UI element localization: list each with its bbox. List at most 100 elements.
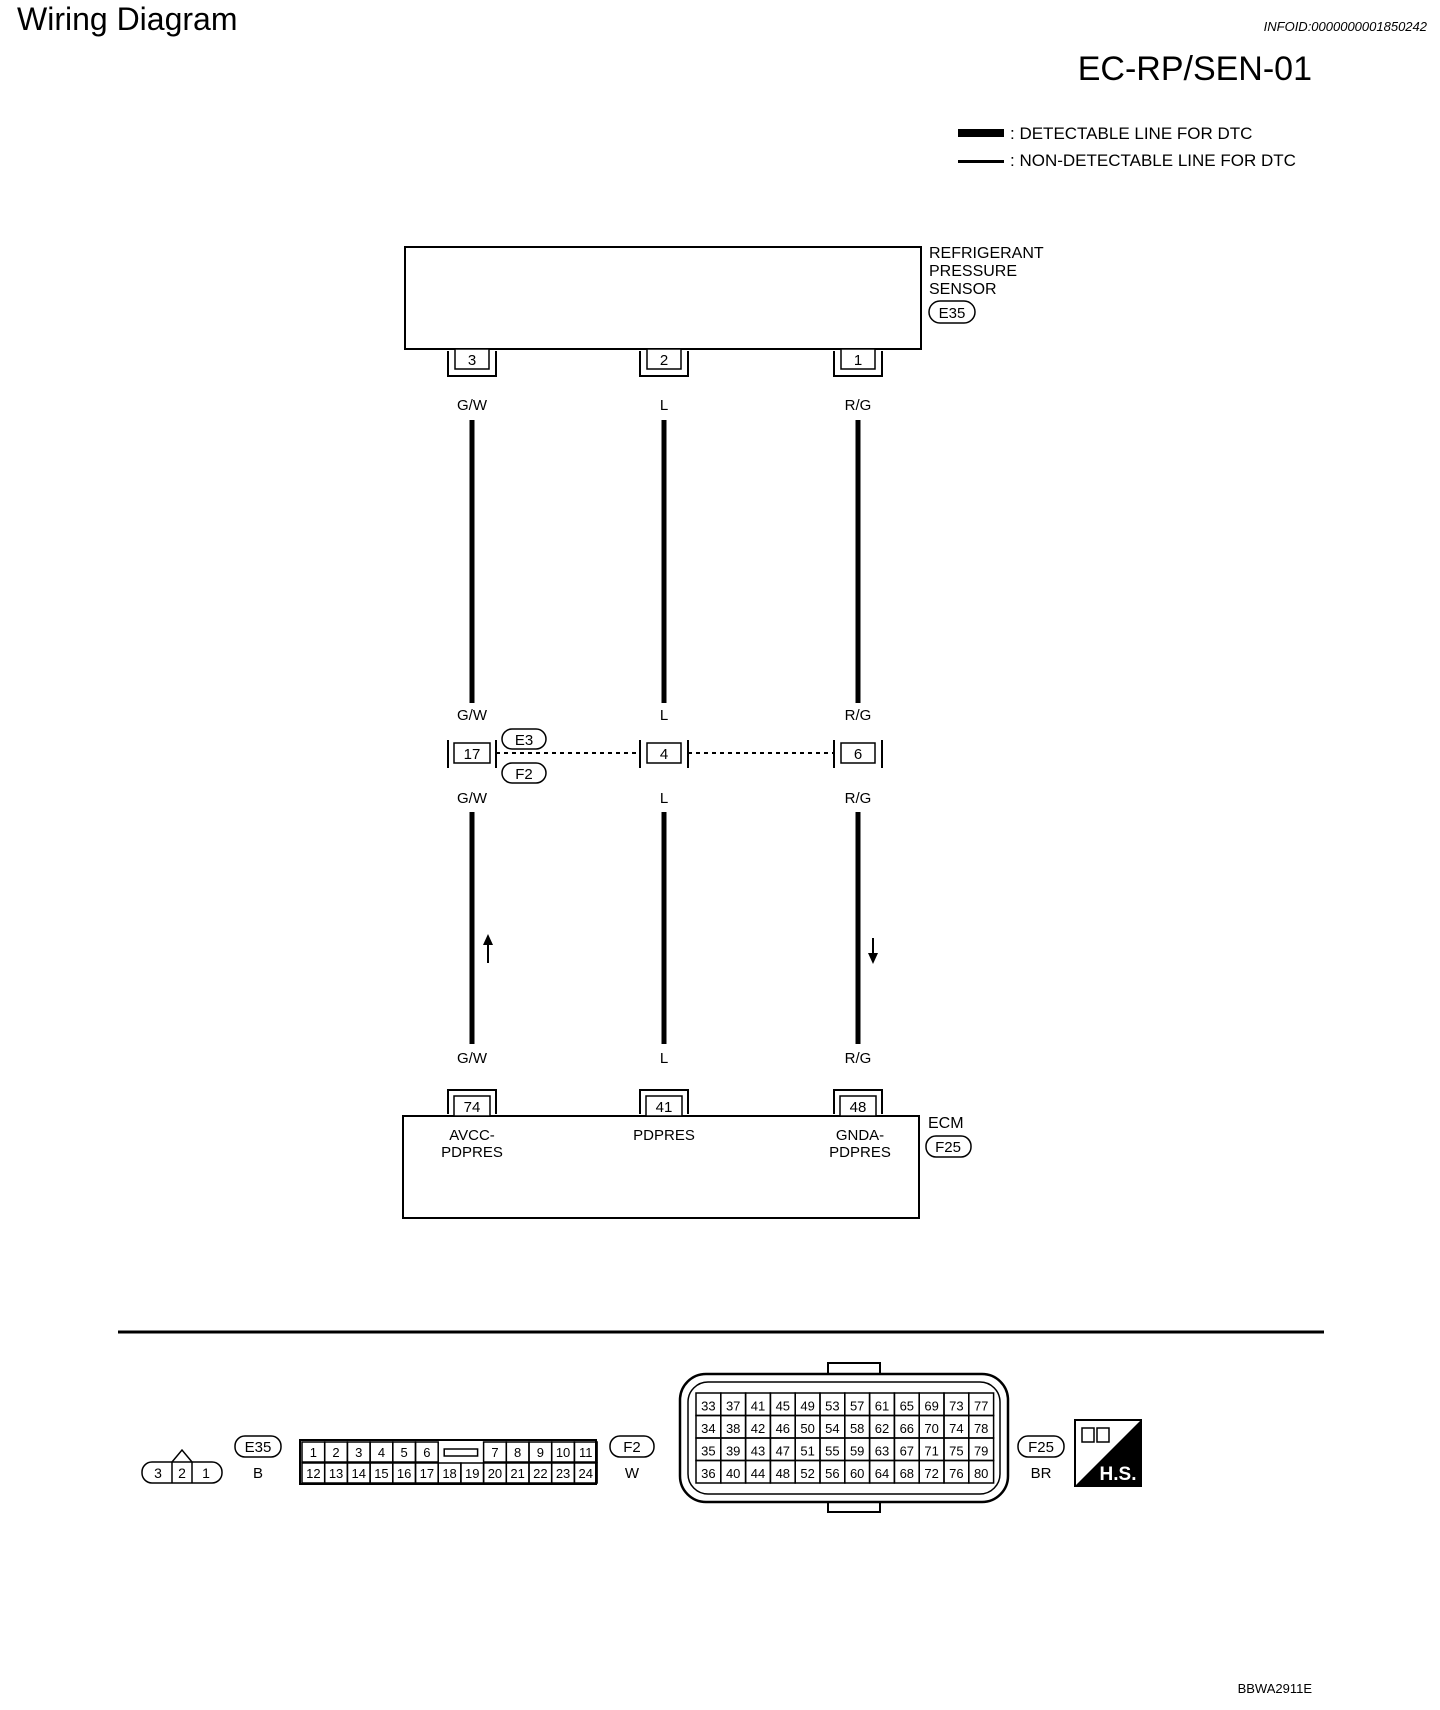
- e35-pin: 3: [154, 1465, 162, 1481]
- sensor-pin-3: 3: [447, 348, 497, 377]
- f25-inner-shell: [687, 1381, 1001, 1495]
- connector-pin-number: 53: [825, 1399, 839, 1414]
- connector-pin-number: 5: [401, 1445, 408, 1460]
- ecm: ECM F25 74 41 48 AVCC- PDPRES PDPRES GND…: [402, 1089, 972, 1219]
- wire-color-label: R/G: [845, 707, 872, 724]
- connector-pin-number: 75: [949, 1444, 963, 1459]
- connector-pin-number: 42: [751, 1421, 765, 1436]
- connector-pin-number: 61: [875, 1399, 889, 1414]
- connector-pin-number: 35: [701, 1444, 715, 1459]
- detectable-line-swatch: [958, 129, 1004, 137]
- connector-pin-number: 73: [949, 1399, 963, 1414]
- connector-pin-number: 43: [751, 1444, 765, 1459]
- wire-color-label: G/W: [457, 707, 488, 724]
- connector-pin-number: 69: [924, 1399, 938, 1414]
- info-id: INFOID:0000000001850242: [1264, 19, 1428, 34]
- connector-pin-number: 23: [556, 1466, 570, 1481]
- connector-pin-number: 57: [850, 1399, 864, 1414]
- connector-pin-number: 70: [924, 1421, 938, 1436]
- junction-connector-f2-badge: [501, 762, 547, 784]
- connector-pin-number: 17: [420, 1466, 434, 1481]
- wire-color-label: L: [660, 397, 668, 414]
- ecm-pin-48: 48: [850, 1099, 867, 1116]
- connector-pin-number: 1: [310, 1445, 317, 1460]
- connector-pin-number: 24: [579, 1466, 593, 1481]
- connector-pin-number: 80: [974, 1466, 988, 1481]
- junction-pin-17: 17: [464, 746, 481, 763]
- non-detectable-line-swatch: [958, 160, 1004, 163]
- sensor-connector-id: E35: [939, 305, 966, 322]
- connector-pin-number: 59: [850, 1444, 864, 1459]
- connector-pin-number: 64: [875, 1466, 889, 1481]
- connector-pin-number: 63: [875, 1444, 889, 1459]
- sensor-pin-3-label: 3: [468, 352, 476, 369]
- connector-pin-cell: [968, 1459, 995, 1484]
- sensor-box: [404, 246, 922, 350]
- ecm-name: ECM: [928, 1115, 964, 1132]
- connector-pin-number: 18: [442, 1466, 456, 1481]
- connector-pin-number: 4: [378, 1445, 385, 1460]
- ecm-terminal-avcc-line-1: AVCC-: [449, 1127, 495, 1144]
- harness-side-icon: H.S.: [1074, 1419, 1142, 1487]
- ecm-connector-id: F25: [935, 1139, 961, 1156]
- connector-pin-cell: [414, 1441, 439, 1463]
- f25-connector-color: BR: [1031, 1465, 1052, 1482]
- sensor-name-line-2: PRESSURE: [929, 263, 1017, 280]
- wire-color-label: L: [660, 790, 668, 807]
- connector-pin-number: 51: [800, 1444, 814, 1459]
- connector-pin-number: 38: [726, 1421, 740, 1436]
- connector-pin-number: 2: [332, 1445, 339, 1460]
- connector-pin-number: 3: [355, 1445, 362, 1460]
- connector-pin-number: 72: [924, 1466, 938, 1481]
- connector-pin-number: 8: [514, 1445, 521, 1460]
- legend-non-detectable-text: : NON-DETECTABLE LINE FOR DTC: [1010, 151, 1296, 170]
- ecm-terminal-avcc-line-2: PDPRES: [441, 1144, 503, 1161]
- wire-color-label: R/G: [845, 1050, 872, 1067]
- connector-pin-number: 15: [374, 1466, 388, 1481]
- sensor-connector-badge: [928, 300, 976, 324]
- e35-face: [141, 1461, 223, 1484]
- refrigerant-pressure-sensor: REFRIGERANT PRESSURE SENSOR E35: [404, 245, 1044, 350]
- connector-pin-number: 68: [900, 1466, 914, 1481]
- sensor-pin-2: 2: [639, 348, 689, 377]
- connector-pin-number: 40: [726, 1466, 740, 1481]
- connector-pin-number: 46: [776, 1421, 790, 1436]
- connector-pin-number: 22: [533, 1466, 547, 1481]
- arrow-up-icon: [483, 934, 493, 963]
- connector-pin-cell: [573, 1462, 598, 1484]
- wire-color-label: G/W: [457, 790, 488, 807]
- junction-connector-e3: E3: [515, 732, 533, 749]
- connector-pin-number: 12: [306, 1466, 320, 1481]
- ecm-pin-74: 74: [464, 1099, 481, 1116]
- legend-detectable-text: : DETECTABLE LINE FOR DTC: [1010, 124, 1252, 143]
- connector-pin-number: 37: [726, 1399, 740, 1414]
- wire-color-label: R/G: [845, 397, 872, 414]
- connector-pin-number: 78: [974, 1421, 988, 1436]
- connector-pin-number: 47: [776, 1444, 790, 1459]
- connector-pin-number: 54: [825, 1421, 839, 1436]
- connector-pin-number: 34: [701, 1421, 715, 1436]
- connector-pin-number: 20: [488, 1466, 502, 1481]
- connector-pin-number: 13: [329, 1466, 343, 1481]
- connector-pin-number: 6: [423, 1445, 430, 1460]
- connector-pin-number: 14: [352, 1466, 366, 1481]
- connector-pin-number: 65: [900, 1399, 914, 1414]
- connector-pin-number: 7: [491, 1445, 498, 1460]
- connector-pin-number: 60: [850, 1466, 864, 1481]
- connector-pin-number: 77: [974, 1399, 988, 1414]
- connector-pin-number: 58: [850, 1421, 864, 1436]
- f2-connector-id: F2: [623, 1439, 641, 1456]
- legend: : DETECTABLE LINE FOR DTC : NON-DETECTAB…: [958, 124, 1296, 170]
- connector-pin-number: 41: [751, 1399, 765, 1414]
- junction-connector: 17 4 6 E3 F2: [447, 728, 883, 784]
- e35-pin: 1: [202, 1465, 210, 1481]
- e35-connector-color: B: [253, 1465, 263, 1482]
- connector-pin-number: 19: [465, 1466, 479, 1481]
- e35-connector-id: E35: [245, 1439, 272, 1456]
- connector-pin-number: 39: [726, 1444, 740, 1459]
- connector-pin-number: 67: [900, 1444, 914, 1459]
- connector-view-e35: 3 2 1 E35 B: [141, 1435, 282, 1484]
